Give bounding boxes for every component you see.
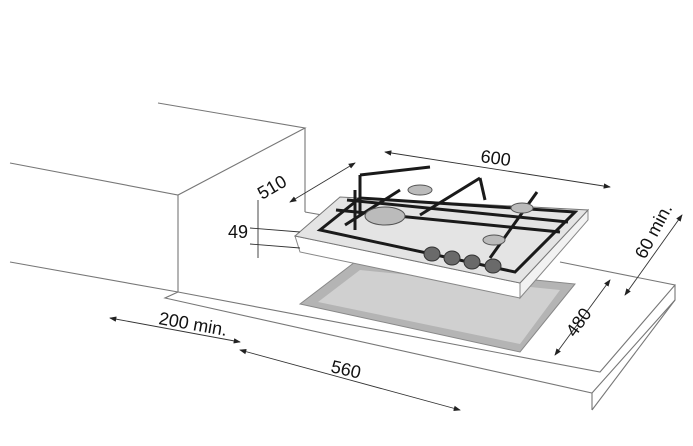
burner-back bbox=[407, 184, 433, 196]
back-clearance-label: 60 min. bbox=[631, 200, 676, 262]
knob-1 bbox=[423, 246, 441, 262]
knob-3 bbox=[463, 254, 481, 270]
knob-4 bbox=[484, 258, 502, 274]
height-label: 49 bbox=[228, 222, 248, 242]
cutout-width-label: 560 bbox=[329, 356, 363, 382]
burner-large bbox=[364, 206, 406, 226]
control-knobs bbox=[423, 246, 502, 274]
hob bbox=[293, 165, 590, 300]
dimension-lines bbox=[109, 150, 683, 411]
burner-right bbox=[510, 202, 534, 214]
cutout-depth-label: 480 bbox=[562, 304, 596, 340]
side-clearance-label: 200 min. bbox=[157, 308, 228, 340]
burner-front bbox=[482, 234, 506, 246]
width-label: 600 bbox=[479, 146, 512, 170]
depth-label: 510 bbox=[254, 171, 290, 203]
knob-2 bbox=[443, 250, 461, 266]
